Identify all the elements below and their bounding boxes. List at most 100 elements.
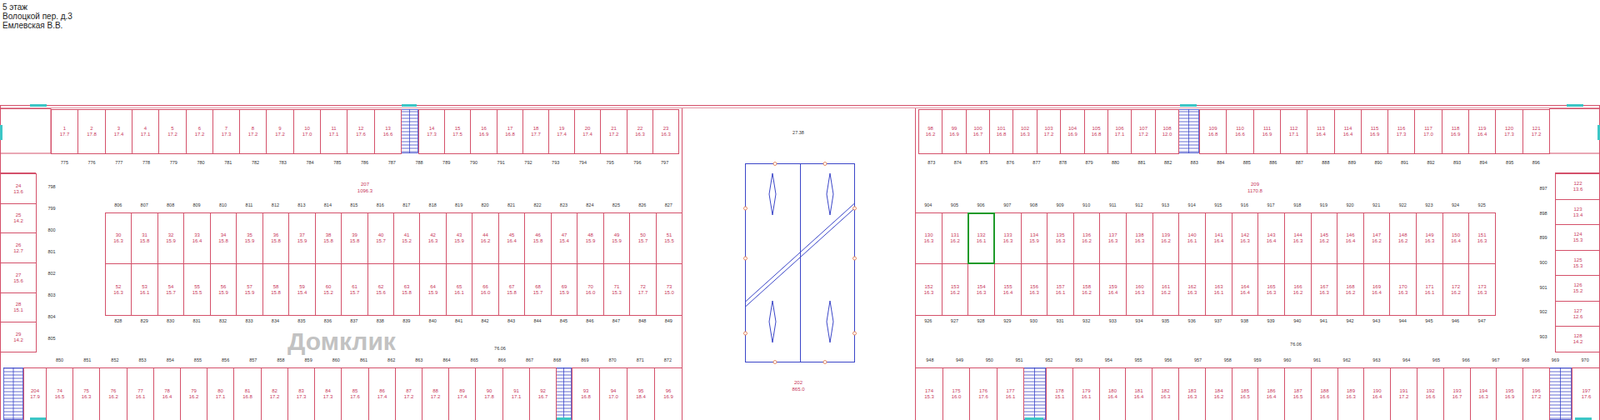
room-number: 30 xyxy=(115,232,122,239)
door-number: 939 xyxy=(1266,319,1275,325)
door-number: 849 xyxy=(665,319,673,325)
office-room: 17116.1 xyxy=(1415,263,1444,316)
room-number: 99 xyxy=(951,125,958,132)
room-number: 18 xyxy=(533,125,540,132)
room-area: 16.9 xyxy=(949,131,960,138)
room-number: 9 xyxy=(278,125,281,132)
office-room: 3815.8 xyxy=(315,212,342,265)
door-number: 859 xyxy=(305,358,313,364)
room-area: 16.2 xyxy=(1081,238,1092,245)
door-number: 900 xyxy=(1539,260,1547,266)
room-number: 84 xyxy=(325,388,331,395)
room-number: 33 xyxy=(194,232,200,239)
office-room: 13616.2 xyxy=(1073,212,1100,265)
room-number: 113 xyxy=(1316,125,1325,132)
office-room: 12017.3 xyxy=(1495,109,1524,155)
room-number: 142 xyxy=(1240,232,1250,239)
room-number: 124 xyxy=(1573,231,1582,238)
column-mark xyxy=(744,331,748,335)
room-number: 35 xyxy=(246,232,253,239)
room-number: 89 xyxy=(459,388,465,395)
room-area: 16.2 xyxy=(189,394,200,400)
office-room: 12615.2 xyxy=(1555,275,1600,302)
room-area: 16.6 xyxy=(1320,394,1330,400)
room-area: 17.6 xyxy=(355,131,366,138)
room-number: 133 xyxy=(1003,232,1012,239)
room-number: 112 xyxy=(1290,125,1299,132)
room-number: 189 xyxy=(1346,388,1355,395)
office-room: 16216.3 xyxy=(1178,263,1206,316)
room-area: 17.2 xyxy=(167,131,178,138)
door-number: 780 xyxy=(196,160,205,166)
office-room: 10416.9 xyxy=(1060,109,1085,155)
room-area: 15.9 xyxy=(454,238,465,245)
door-number: 935 xyxy=(1161,319,1170,325)
door-number: 895 xyxy=(1505,160,1514,166)
room-area: 16.2 xyxy=(950,238,960,245)
door-number: 957 xyxy=(1194,358,1202,364)
door-number: 815 xyxy=(350,203,358,209)
office-room: 14816.2 xyxy=(1389,212,1417,265)
room-area: 13.6 xyxy=(13,189,24,195)
room-area: 14.2 xyxy=(13,337,24,344)
door-number: 800 xyxy=(47,228,55,234)
office-room: 1417.3 xyxy=(418,109,445,155)
door-number: 793 xyxy=(551,160,560,166)
door-number: 947 xyxy=(1478,319,1486,325)
room-number: 181 xyxy=(1134,388,1143,395)
office-room: 317.4 xyxy=(105,109,133,155)
office-room: 217.8 xyxy=(77,109,106,155)
room-area: 15.6 xyxy=(375,290,386,296)
door-number: 867 xyxy=(525,358,534,364)
door-number: 833 xyxy=(245,319,253,325)
office-room: 18816.6 xyxy=(1310,367,1339,420)
room-number: 54 xyxy=(168,284,175,290)
door-number: 919 xyxy=(1320,203,1328,209)
office-room: 13516.3 xyxy=(1046,212,1075,265)
office-room: 6715.8 xyxy=(498,263,525,316)
door-number: 921 xyxy=(1372,203,1380,209)
room-number: 6 xyxy=(198,125,201,132)
office-room: 9616.9 xyxy=(654,367,683,420)
column-mark xyxy=(773,360,777,365)
door-number: 942 xyxy=(1345,319,1354,325)
room-number: 7 xyxy=(225,125,228,132)
office-room: 8917.4 xyxy=(448,367,476,420)
stair-symbol xyxy=(1024,368,1046,420)
room-number: 190 xyxy=(1372,388,1381,395)
door-number: 963 xyxy=(1372,358,1380,364)
room-area: 17.1 xyxy=(329,131,340,138)
door-number: 811 xyxy=(245,203,254,209)
office-room: 10717.2 xyxy=(1130,109,1156,155)
room-number: 106 xyxy=(1115,125,1124,132)
room-area: 15.9 xyxy=(297,238,308,245)
atrium-area: 865.0 xyxy=(791,386,805,392)
room-area: 17.2 xyxy=(609,131,620,138)
office-room: 13415.9 xyxy=(1020,212,1048,265)
room-number: 64 xyxy=(430,284,436,290)
room-number: 86 xyxy=(379,388,385,395)
room-number: 123 xyxy=(1573,206,1582,213)
door-number: 884 xyxy=(1216,160,1225,166)
room-area: 16.1 xyxy=(976,238,987,245)
office-room: 4015.7 xyxy=(367,212,395,265)
room-area: 16.2 xyxy=(1371,238,1382,245)
office-room: 19617.2 xyxy=(1522,367,1550,420)
room-area: 15.8 xyxy=(350,238,360,245)
door-number: 802 xyxy=(47,271,55,277)
office-room: 5415.7 xyxy=(157,263,185,316)
office-room: 12712.6 xyxy=(1555,300,1600,327)
office-room: 17316.3 xyxy=(1468,263,1496,316)
office-room: 9216.7 xyxy=(529,367,557,420)
room-area: 16.3 xyxy=(924,290,935,296)
door-number: 949 xyxy=(955,358,964,364)
room-area: 15.8 xyxy=(140,238,150,245)
room-number: 43 xyxy=(456,232,463,239)
door-number: 897 xyxy=(1539,186,1547,192)
office-room: 15516.4 xyxy=(994,263,1022,316)
office-room: 1217.6 xyxy=(346,109,375,155)
room-area: 17.1 xyxy=(140,131,151,138)
office-room: 15816.2 xyxy=(1073,263,1100,316)
office-room: 5115.5 xyxy=(655,212,683,265)
door-number: 878 xyxy=(1059,160,1067,166)
